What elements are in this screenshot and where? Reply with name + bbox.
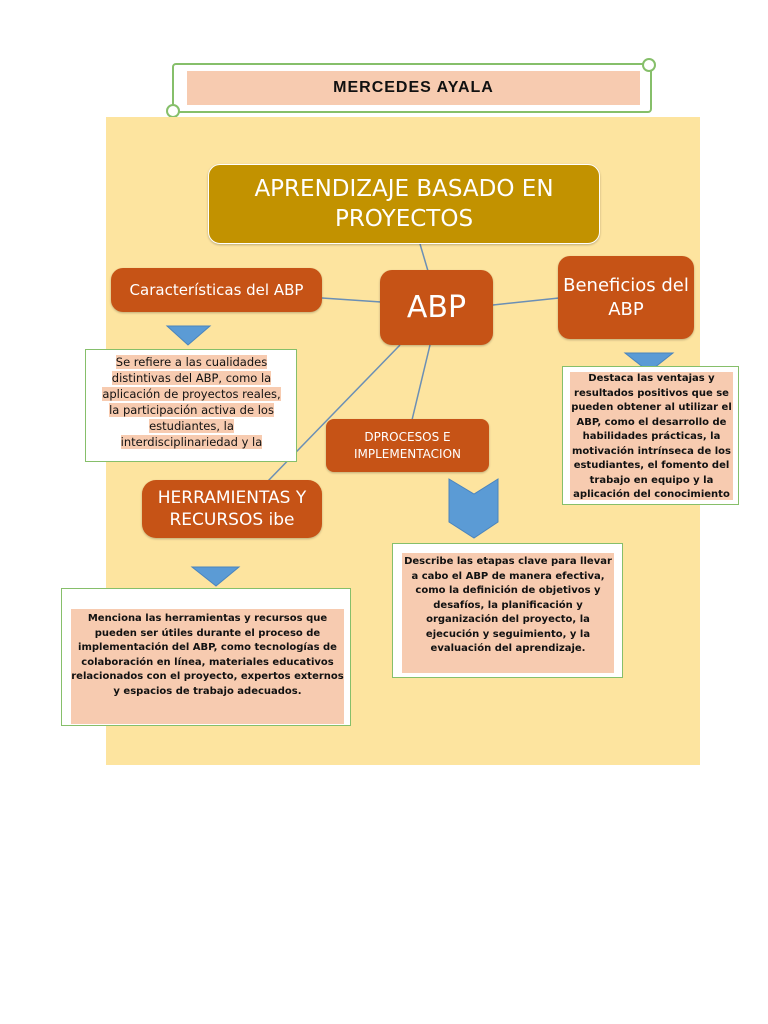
arrow-characteristics <box>165 325 212 346</box>
banner-name: MERCEDES AYALA <box>187 71 640 105</box>
link-center-benefits <box>492 297 560 306</box>
link-title-center <box>419 243 429 272</box>
characteristics-description-box: Se refiere a las cualidades distintivas … <box>85 349 297 462</box>
tools-node: HERRAMIENTAS Y RECURSOS ibe <box>142 480 322 538</box>
tools-description-box: Menciona las herramientas y recursos que… <box>61 588 351 726</box>
link-center-processes <box>411 344 431 421</box>
benefits-description-box: Destaca las ventajas y resultados positi… <box>562 366 739 505</box>
benefits-node: Beneficios del ABP <box>558 256 694 339</box>
processes-description: Describe las etapas clave para llevar a … <box>402 553 614 673</box>
benefits-description: Destaca las ventajas y resultados positi… <box>570 372 733 500</box>
processes-description-box: Describe las etapas clave para llevar a … <box>392 543 623 678</box>
tools-description: Menciona las herramientas y recursos que… <box>71 609 344 724</box>
center-node: ABP <box>380 270 493 345</box>
characteristics-description: Se refiere a las cualidades distintivas … <box>102 355 281 449</box>
arrow-processes <box>448 478 499 539</box>
processes-node: DPROCESOS E IMPLEMENTACION <box>326 419 489 472</box>
scroll-curl-right <box>642 58 656 72</box>
characteristics-node: Características del ABP <box>111 268 322 312</box>
title-node: APRENDIZAJE BASADO EN PROYECTOS <box>208 164 600 244</box>
arrow-benefits <box>623 352 675 373</box>
link-center-characteristics <box>321 297 382 303</box>
arrow-tools <box>190 566 241 587</box>
